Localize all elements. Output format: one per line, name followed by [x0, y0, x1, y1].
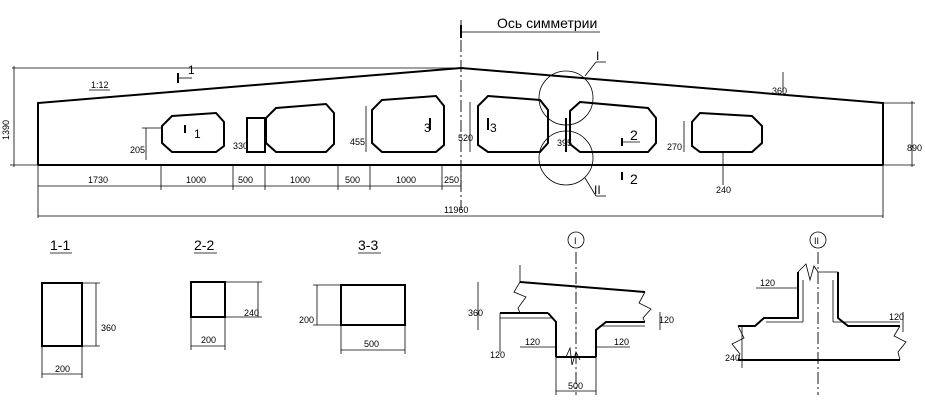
cut-2a-label: 2 — [630, 127, 638, 143]
bottom-dims: 1730 1000 500 1000 500 1000 250 11960 — [37, 165, 884, 218]
post-270-label: 270 — [667, 142, 682, 152]
seg-label-2: 500 — [238, 175, 253, 185]
node-I-detail: I 360 120 120 120 120 500 — [468, 231, 674, 395]
section-1-1-rect — [41, 282, 83, 347]
post-left-block — [246, 117, 266, 153]
top-chord — [37, 66, 884, 165]
node-I-d120-mid-left: 120 — [525, 337, 540, 347]
symmetry-axis: Ось симметрии — [460, 15, 600, 210]
section-1-1-width: 200 — [55, 364, 70, 374]
seg-label-1: 1000 — [186, 175, 206, 185]
node-II-d120-top: 120 — [760, 278, 775, 288]
opening-5 — [569, 100, 657, 153]
node-I-break-left — [513, 281, 527, 314]
symmetry-axis-label: Ось симметрии — [497, 15, 597, 31]
callout-node2-label: II — [594, 183, 601, 197]
cut-3a-label: 3 — [424, 121, 431, 135]
height-left-label: 1390 — [1, 120, 11, 140]
node-I-title: I — [574, 236, 577, 246]
callout-node2-leader — [584, 177, 597, 197]
post-dims: 205 330 455 520 395 270 240 360 — [130, 72, 787, 195]
post-330-label: 330 — [233, 141, 248, 151]
node-II-d240: 240 — [725, 353, 740, 363]
node-II-break-right — [893, 325, 907, 361]
post-205-label: 205 — [130, 145, 145, 155]
top-chord-label: 360 — [772, 86, 787, 96]
node-I-d120-mid-right: 120 — [614, 337, 629, 347]
seg-label-5: 1000 — [396, 175, 416, 185]
node-I-break-right — [638, 291, 652, 323]
section-3-3-width: 500 — [364, 339, 379, 349]
seg-label-4: 500 — [345, 175, 360, 185]
post-395-label: 395 — [557, 138, 572, 148]
section-2-2-rect — [190, 281, 226, 318]
slope-label: 1:12 — [89, 80, 110, 91]
section-1-1-height: 360 — [101, 323, 116, 333]
seg-label-6: 250 — [444, 175, 459, 185]
node-I-d360: 360 — [468, 308, 483, 318]
callout-node1-leader — [584, 61, 597, 77]
section-1-1: 1-1 360 200 — [41, 237, 116, 378]
height-right-label: 890 — [907, 143, 922, 153]
openings — [161, 94, 763, 153]
slope-text: 1:12 — [91, 80, 109, 90]
section-2-2: 2-2 240 200 — [190, 237, 262, 350]
callout-node1-circle — [538, 70, 594, 126]
total-length-label: 11960 — [444, 205, 468, 215]
cut-2b-label: 2 — [630, 171, 638, 187]
bottom-chord-label: 240 — [716, 185, 731, 195]
cut-marks: 1 1 3 3 2 2 — [177, 63, 640, 187]
node-II-break-top — [797, 263, 819, 282]
seg-label-3: 1000 — [290, 175, 310, 185]
height-dims: 1390 890 — [1, 66, 922, 167]
node-II-detail: II 120 120 240 — [725, 231, 907, 395]
node-II-title: II — [814, 236, 819, 246]
node-I-break-bottom — [565, 346, 581, 366]
section-3-3-title: 3-3 — [358, 237, 378, 253]
cut-1a-label: 1 — [188, 63, 195, 77]
post-455-label: 455 — [350, 137, 365, 147]
node-I-marker — [567, 231, 585, 249]
opening-6 — [691, 111, 763, 153]
callout-node1-label: I — [596, 49, 599, 63]
node-II-marker — [809, 231, 827, 249]
section-2-2-height: 240 — [244, 308, 259, 318]
opening-3 — [371, 94, 445, 153]
node-I-d500: 500 — [568, 381, 583, 391]
beam-outline — [37, 66, 884, 166]
section-3-3: 3-3 200 500 — [299, 237, 406, 354]
cut-3b-label: 3 — [490, 121, 497, 135]
node-callouts: I II — [538, 49, 606, 197]
section-3-3-rect — [340, 284, 406, 326]
section-3-3-height: 200 — [299, 315, 314, 325]
post-520-label: 520 — [458, 133, 473, 143]
section-2-2-title: 2-2 — [194, 237, 214, 253]
node-I-top-edge — [519, 281, 646, 293]
opening-1 — [161, 111, 225, 153]
seg-label-0: 1730 — [88, 175, 108, 185]
opening-2 — [265, 102, 335, 153]
node-I-d120-left: 120 — [490, 350, 505, 360]
node-I-d120-right: 120 — [659, 315, 674, 325]
cut-1b-label: 1 — [194, 127, 201, 141]
node-II-d120-right: 120 — [889, 312, 904, 322]
section-1-1-title: 1-1 — [50, 237, 70, 253]
node-I-web-left — [547, 312, 557, 357]
section-2-2-width: 200 — [201, 335, 216, 345]
node-II-web-left — [738, 272, 799, 327]
